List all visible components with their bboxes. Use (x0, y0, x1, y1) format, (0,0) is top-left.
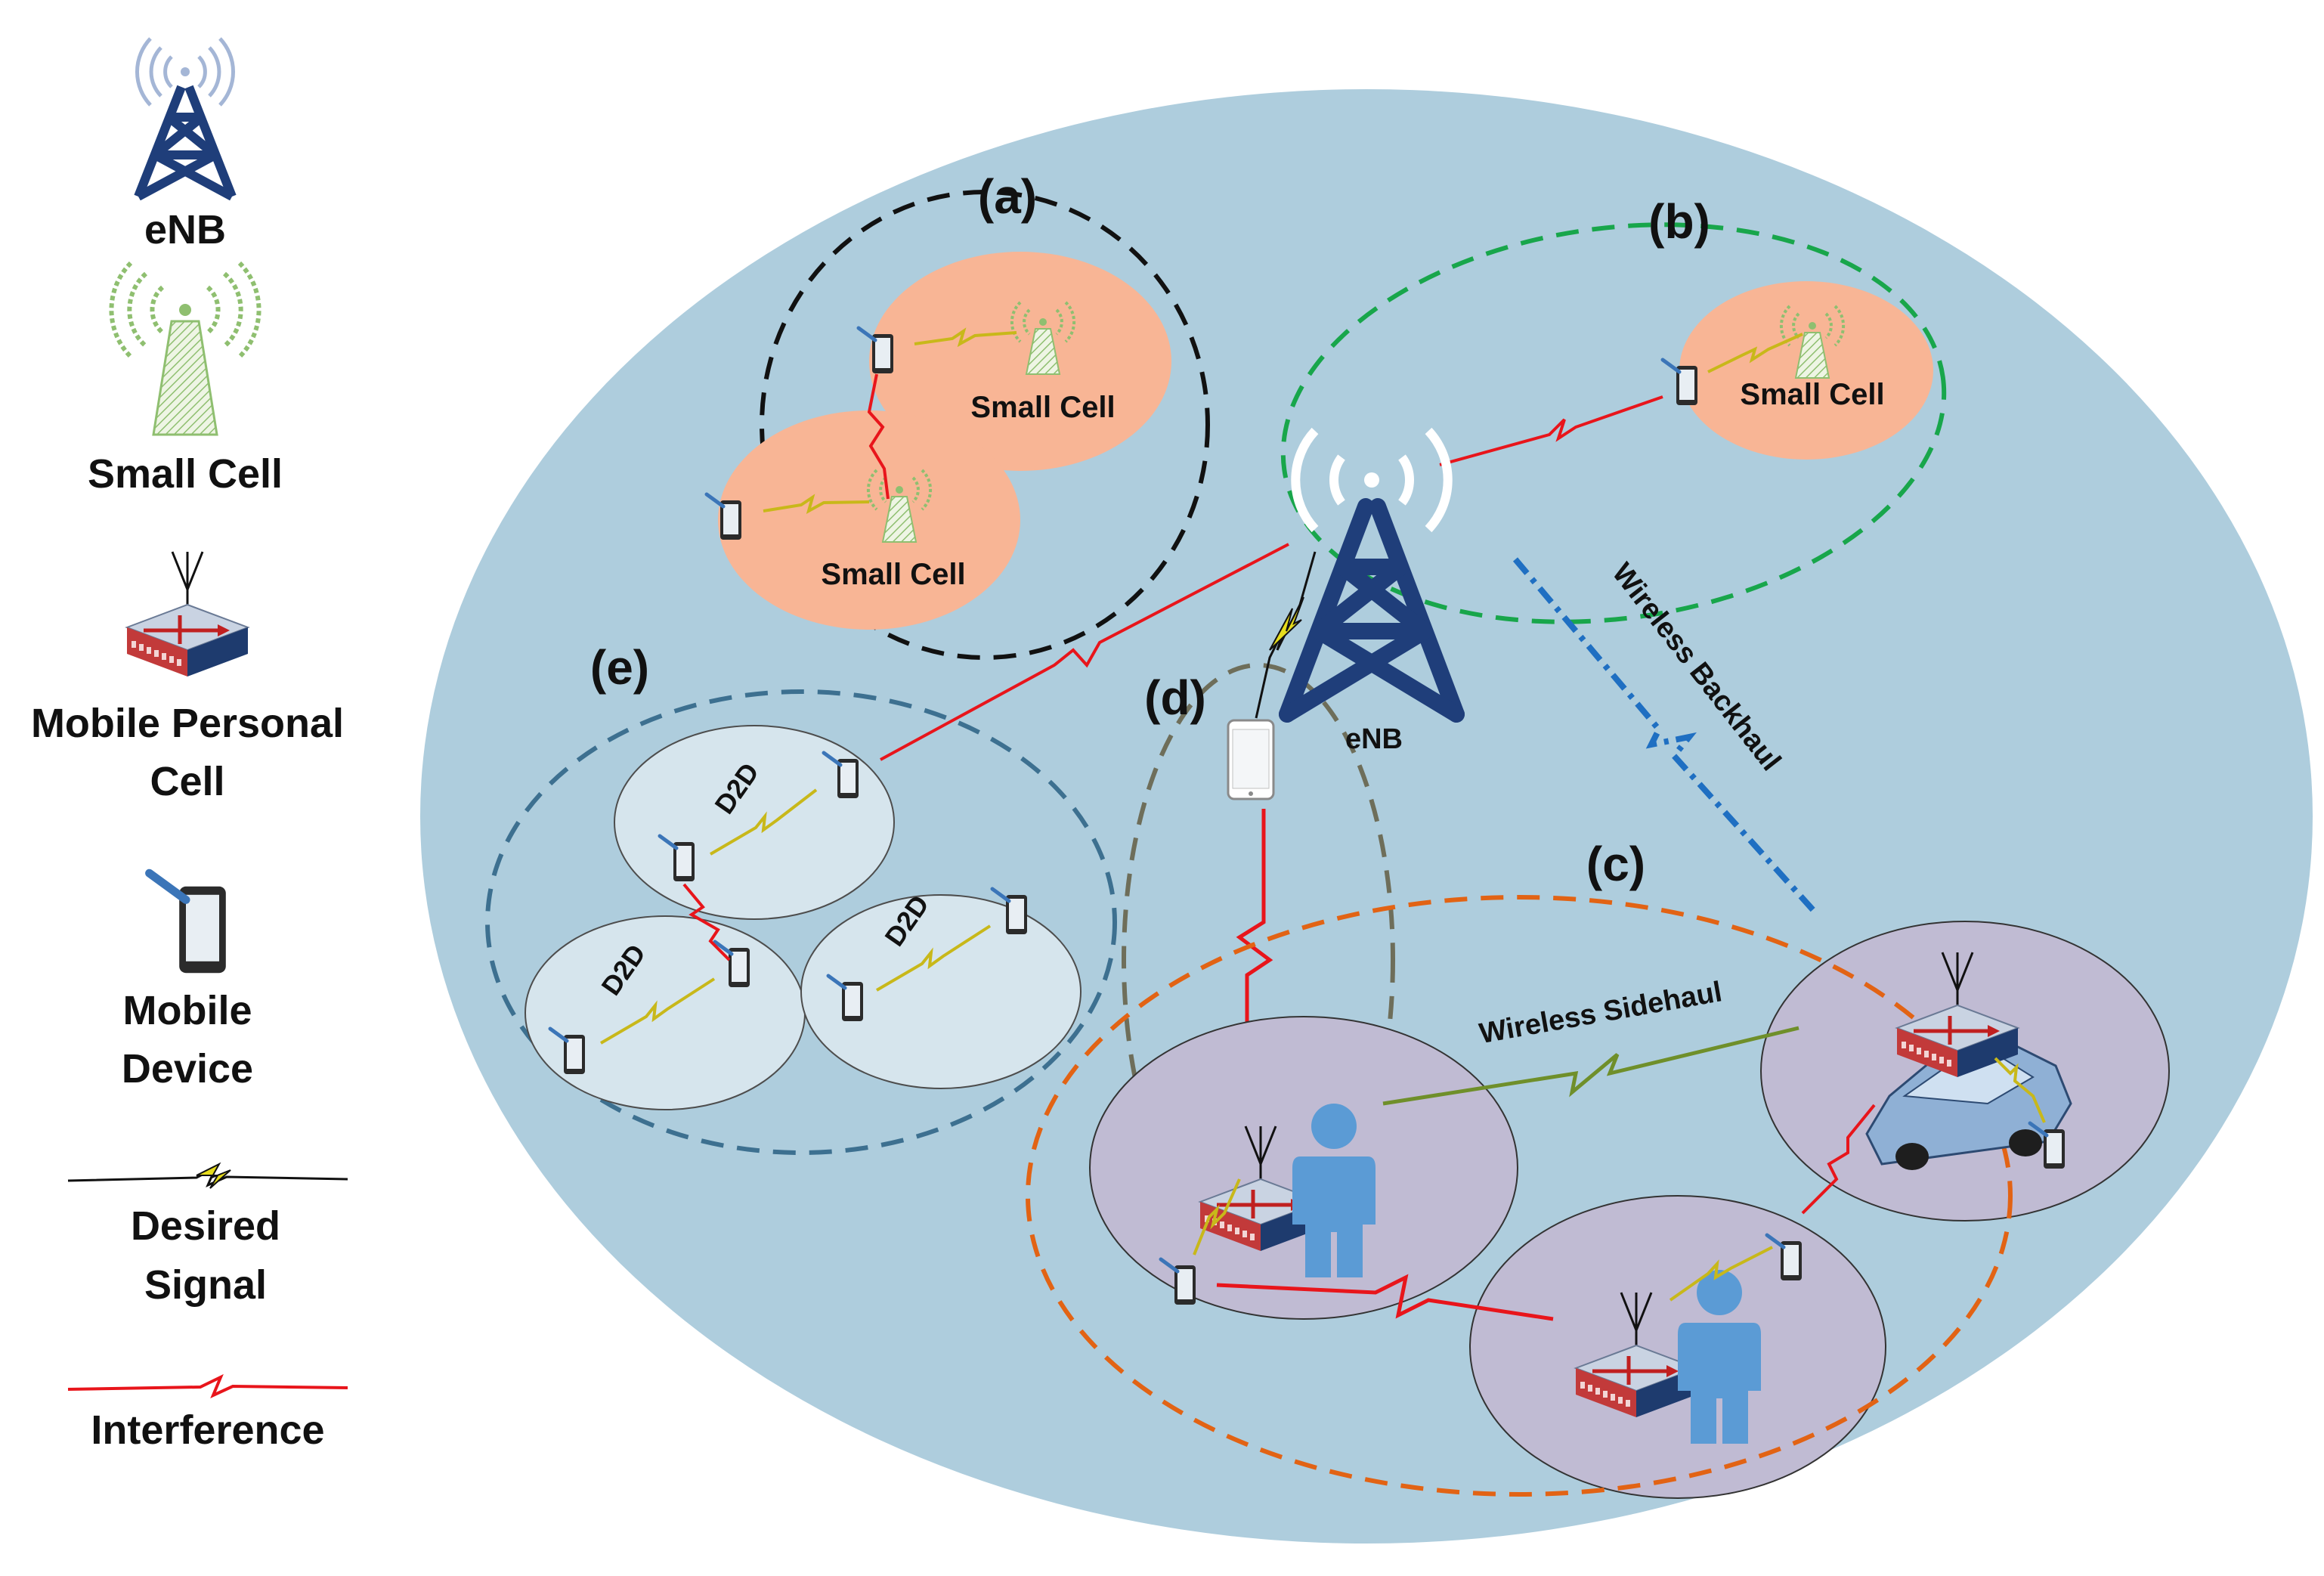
wireless-sidehaul-link (1382, 1026, 1799, 1106)
desired-signal-a2 (763, 494, 870, 515)
group-b-boundary (1280, 222, 1947, 624)
desired-signal-c3 (1669, 1246, 1773, 1302)
legend-device-icon (150, 873, 226, 973)
interference-d (1236, 809, 1273, 1073)
group-b-label: (b) (1648, 194, 1710, 249)
group-a: (a) Small Cell Small Cell (707, 169, 1210, 660)
legend-desired-signal-icon (67, 1162, 348, 1189)
small-cell-b-label: Small Cell (1740, 378, 1884, 411)
interference-c2 (1801, 1104, 1876, 1215)
group-c: (c) Wireless Sidehaul (1026, 837, 2170, 1499)
interference-b (1439, 395, 1663, 466)
group-e-label: (e) (590, 640, 649, 695)
legend: eNB Small Cell Mobile Personal Cell Mobi… (31, 37, 348, 1453)
group-a-boundary (760, 190, 1210, 660)
legend-interference-icon (67, 1373, 348, 1398)
d2d-cell-2-area (525, 915, 806, 1110)
legend-small-cell-icon (109, 261, 261, 436)
legend-enb-icon (134, 37, 237, 201)
enb-label: eNB (1345, 723, 1403, 755)
smartphone-d-icon (1227, 719, 1275, 800)
desired-signal-b (1707, 333, 1803, 373)
small-cell-a2-area (718, 410, 1020, 630)
small-cell-a1-area (869, 252, 1171, 471)
desired-signal-e1 (709, 788, 818, 856)
interference-enb-e (880, 543, 1289, 761)
group-e: (e) D2D D2D D2D (485, 640, 1117, 1155)
legend-desired-label-line1: Desired (131, 1203, 280, 1249)
d2d-cell-1-area (614, 725, 895, 920)
group-e-boundary (485, 689, 1117, 1155)
desired-signal-e3 (875, 924, 992, 992)
small-cell-a1-label: Small Cell (970, 391, 1115, 424)
enb-tower-icon (1279, 427, 1465, 723)
interference-c1 (1216, 1274, 1554, 1321)
group-d: (d) (1122, 551, 1395, 1257)
legend-small-cell-label: Small Cell (88, 451, 283, 497)
small-cell-a2-label: Small Cell (821, 558, 965, 591)
legend-device-label-line2: Device (122, 1046, 253, 1091)
desired-signal-c1 (1193, 1178, 1241, 1256)
legend-enb-label: eNB (144, 207, 226, 252)
desired-signal-a1 (914, 327, 1017, 348)
legend-desired-label-line2: Signal (144, 1262, 267, 1308)
group-c-label: (c) (1586, 837, 1645, 891)
legend-mpc-label-line2: Cell (150, 759, 224, 804)
legend-mpc-label-line1: Mobile Personal (31, 701, 344, 746)
legend-mpc-icon (127, 552, 248, 677)
car-icon (1865, 1042, 2072, 1170)
interference-e (682, 883, 731, 961)
group-a-label: (a) (978, 169, 1037, 224)
legend-device-label-line1: Mobile (123, 988, 252, 1033)
d2d-cell-3-area (800, 894, 1082, 1089)
desired-signal-d-bolt (1269, 596, 1304, 651)
group-b: (b) Small Cell (1280, 194, 1947, 624)
group-d-label: (d) (1144, 670, 1206, 725)
desired-signal-e2 (599, 977, 716, 1045)
legend-interference-label: Interference (91, 1407, 324, 1453)
group-c-boundary (1026, 895, 2013, 1497)
desired-signal-c2 (1994, 1057, 2046, 1123)
interference-a (867, 373, 890, 500)
